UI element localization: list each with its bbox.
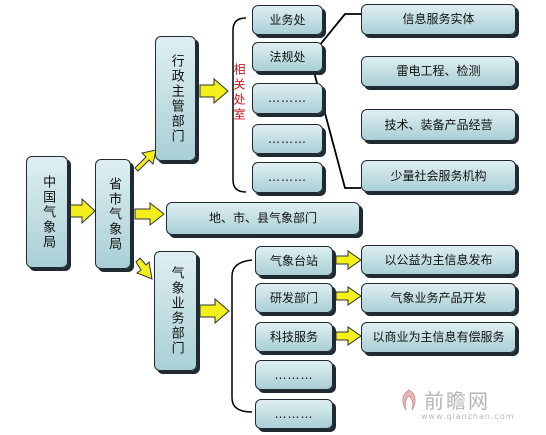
business-yanfa: 研发部门: [255, 283, 333, 313]
node-business: 气象业务部门: [154, 251, 197, 371]
business-qixiang-taizhan: 气象台站: [255, 246, 333, 276]
arrow-business-to-children: [199, 297, 230, 325]
bracket-admin-offices: [232, 17, 247, 193]
business-more-2: ………: [255, 399, 333, 429]
arrow-root-to-provincial: [69, 197, 96, 225]
office-more-2: ………: [252, 124, 323, 154]
office-fagui: 法规处: [252, 42, 323, 72]
qianzhan-logo-icon: [402, 389, 416, 410]
business-more-1: ………: [255, 360, 333, 390]
watermark-url: www.qianzhan.com: [421, 412, 515, 421]
output-public-info: 以公益为主信息发布: [361, 245, 516, 275]
entity-social-service: 少量社会服务机构: [361, 160, 516, 192]
entity-info-service: 信息服务实体: [361, 4, 516, 35]
arrow-yanfa-to-output: [335, 286, 362, 306]
office-more-1: ………: [252, 83, 323, 114]
arrow-keji-to-output: [335, 326, 362, 346]
output-paid-service: 以商业为主信息有偿服务: [361, 322, 516, 353]
label-related-offices: 相关处室: [232, 63, 246, 123]
arrow-provincial-to-admin: [134, 149, 157, 172]
arrow-provincial-to-business: [135, 257, 153, 280]
office-yewu: 业务处: [252, 5, 323, 35]
business-keji-fuwu: 科技服务: [255, 322, 333, 352]
output-product-dev: 气象业务产品开发: [361, 283, 516, 313]
node-admin: 行政主管部门: [155, 36, 196, 161]
entity-lightning: 雷电工程、检测: [361, 56, 516, 87]
watermark: 前瞻网: [398, 385, 490, 414]
office-more-3: ………: [252, 162, 323, 193]
arrow-qixiang-to-output: [335, 250, 362, 270]
arrow-admin-to-offices: [199, 77, 229, 105]
entity-tech-equipment: 技术、装备产品经营: [361, 109, 516, 141]
arrow-provincial-to-local: [134, 201, 165, 227]
node-root: 中国气象局: [26, 156, 68, 268]
node-provincial: 省市气象局: [95, 159, 131, 269]
node-local: 地、市、县气象部门: [166, 202, 360, 235]
watermark-name: 前瞻网: [424, 389, 490, 413]
bracket-business-children: [231, 259, 253, 413]
